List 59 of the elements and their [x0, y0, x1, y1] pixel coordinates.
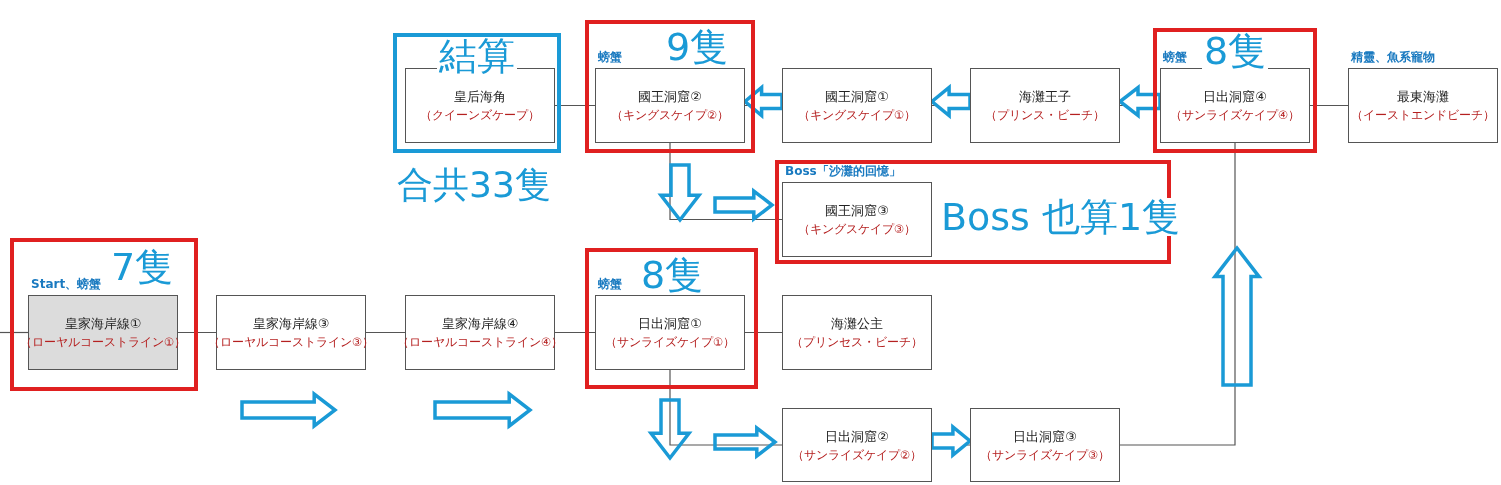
- location-box: [216, 295, 366, 370]
- place-name: 日出洞窟②: [825, 427, 889, 446]
- japanese-name: （イーストエンドビーチ）: [1351, 108, 1495, 123]
- connector-line: [365, 331, 406, 334]
- connector-line: [177, 331, 217, 334]
- japanese-name: （サンライズケイプ③）: [979, 447, 1111, 463]
- note-label: 精靈、魚系寵物: [1351, 49, 1435, 66]
- count-label: 結算: [437, 37, 517, 75]
- location-box: [970, 408, 1120, 482]
- japanese-name: （ローヤルコーストライン①）: [19, 335, 187, 350]
- total-label: 合共33隻: [397, 163, 551, 207]
- place-name: 國王洞窟①: [825, 88, 889, 106]
- location-box: [405, 295, 555, 370]
- place-name: 皇家海岸線④: [441, 315, 519, 333]
- location-box: [782, 295, 932, 370]
- place-name: 海灘公主: [831, 315, 883, 333]
- location-box: [970, 68, 1120, 143]
- connector-line: [554, 331, 596, 334]
- note-label: 螃蟹: [598, 276, 622, 293]
- japanese-name: （キングスケイプ②）: [610, 108, 730, 123]
- place-name: 皇家海岸線①: [64, 315, 142, 333]
- japanese-name: （クイーンズケープ）: [420, 108, 540, 123]
- note-label: 螃蟹: [1163, 49, 1187, 66]
- place-name: 皇后海角: [454, 88, 506, 106]
- japanese-name: （サンライズケイプ④）: [1169, 108, 1301, 123]
- note-label: Start、螃蟹: [31, 276, 102, 293]
- japanese-name: （サンライズケイプ②）: [791, 447, 923, 463]
- place-name: 國王洞窟②: [638, 88, 702, 106]
- connector-line: [669, 369, 783, 446]
- note-label: Boss「沙灘的回憶」: [785, 163, 901, 180]
- highlight-frame: [585, 248, 758, 389]
- count-label: 8隻: [1202, 32, 1269, 70]
- location-box: [782, 408, 932, 482]
- japanese-name: （キングスケイプ③）: [797, 222, 917, 237]
- route-arrow: [929, 83, 972, 120]
- connector-line: [1309, 104, 1349, 107]
- location-box: [782, 68, 932, 143]
- connector-line: [744, 331, 783, 334]
- connector-line: [1119, 142, 1236, 446]
- japanese-name: （プリンセス・ビーチ）: [791, 335, 923, 350]
- connector-line: [554, 104, 596, 107]
- place-name: 國王洞窟③: [825, 202, 889, 220]
- connector-line: [0, 331, 29, 334]
- japanese-name: （ローヤルコーストライン④）: [396, 335, 564, 350]
- japanese-name: （プリンス・ビーチ）: [985, 108, 1105, 123]
- highlight-frame: [1153, 28, 1317, 153]
- japanese-name: （ローヤルコーストライン③）: [207, 335, 375, 350]
- japanese-name: （サンライズケイプ①）: [604, 335, 736, 350]
- highlight-frame: [585, 20, 755, 153]
- note-label: 螃蟹: [598, 49, 622, 66]
- highlight-frame: [10, 238, 198, 391]
- place-name: 日出洞窟④: [1203, 88, 1267, 106]
- place-name: 日出洞窟③: [1013, 427, 1077, 446]
- japanese-name: （キングスケイプ①）: [797, 108, 917, 123]
- place-name: 皇家海岸線③: [252, 315, 330, 333]
- place-name: 海灘王子: [1019, 88, 1071, 106]
- route-arrow: [930, 423, 973, 459]
- place-name: 最東海灘: [1397, 88, 1449, 106]
- place-name: 日出洞窟①: [638, 315, 702, 333]
